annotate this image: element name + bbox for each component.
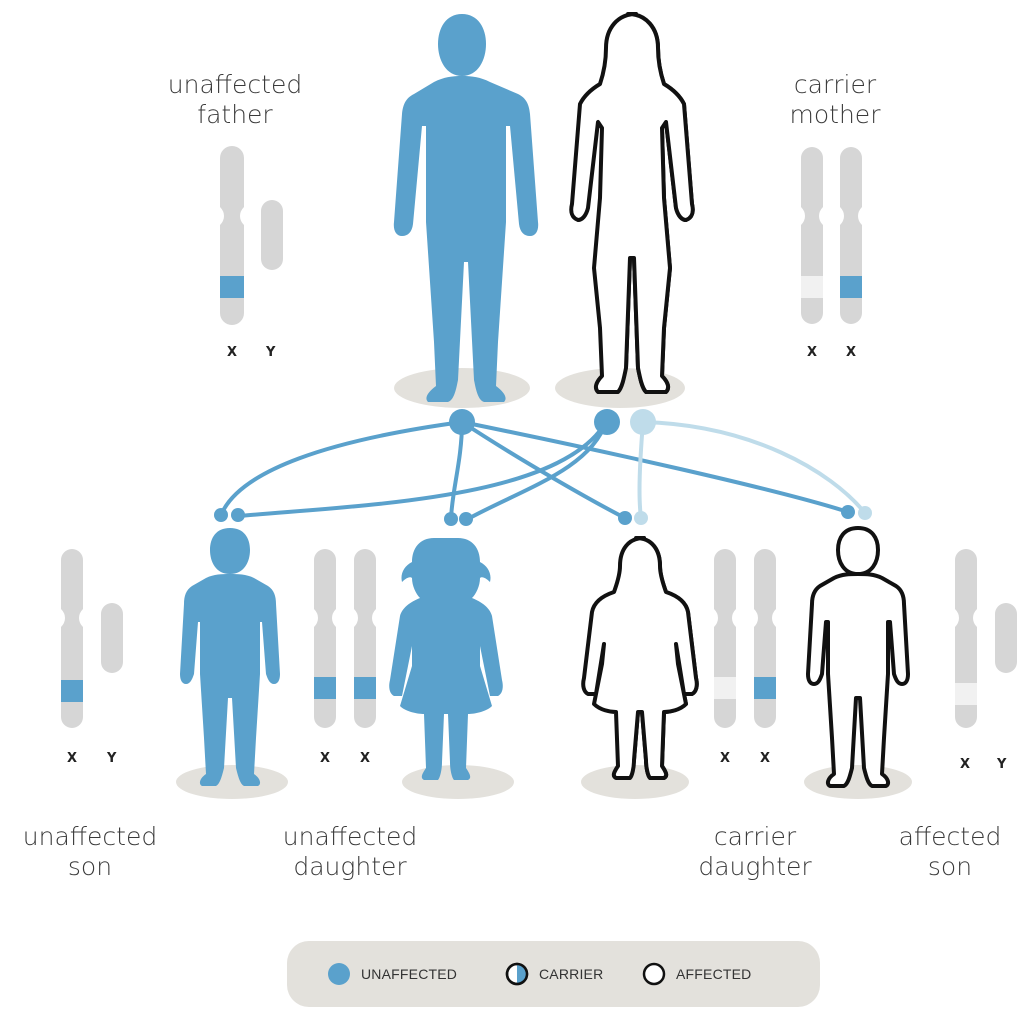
daughter2-x1-band bbox=[714, 677, 736, 699]
legend-affected-label: AFFECTED bbox=[676, 966, 752, 982]
legend-carrier-label: CARRIER bbox=[539, 966, 603, 982]
father-figure bbox=[394, 14, 538, 402]
mother-label-line1: carrier bbox=[760, 70, 910, 100]
daughter1-label: unaffected daughter bbox=[270, 822, 430, 882]
mother-to-son1-line bbox=[239, 422, 606, 516]
son1-chrom2-label: Y bbox=[107, 751, 116, 766]
mother-figure bbox=[571, 14, 693, 392]
father-label-line2: father bbox=[160, 100, 310, 130]
daughter2-label-line2: daughter bbox=[675, 852, 835, 882]
daughter2-chromosomes bbox=[714, 549, 776, 728]
daughter2-x1-chromosome bbox=[714, 549, 736, 728]
daughter1-label-line2: daughter bbox=[270, 852, 430, 882]
mother-label: carrier mother bbox=[760, 70, 910, 130]
mother-x1-band bbox=[801, 276, 823, 298]
daughter2-figure bbox=[583, 538, 697, 778]
son2-node-a bbox=[841, 505, 855, 519]
daughter2-chrom2-label: X bbox=[760, 751, 770, 766]
legend-unaffected: UNAFFECTED bbox=[327, 962, 457, 986]
daughter1-label-line1: unaffected bbox=[270, 822, 430, 852]
son2-y-chromosome bbox=[995, 603, 1017, 673]
mother-chrom2-label: X bbox=[846, 345, 856, 360]
father-chrom1-label: X bbox=[227, 345, 237, 360]
daughter2-label-line1: carrier bbox=[675, 822, 835, 852]
son1-shadow bbox=[176, 765, 288, 799]
father-x-chromosome bbox=[220, 146, 244, 325]
son1-label-line1: unaffected bbox=[10, 822, 170, 852]
legend-unaffected-label: UNAFFECTED bbox=[361, 966, 457, 982]
son2-figure bbox=[808, 528, 908, 786]
affected-swatch-icon bbox=[642, 962, 666, 986]
daughter2-chrom1-label: X bbox=[720, 751, 730, 766]
son1-x-band bbox=[61, 680, 83, 702]
son2-label: affected son bbox=[880, 822, 1020, 882]
daughter1-x2-chromosome bbox=[354, 549, 376, 728]
son1-label: unaffected son bbox=[10, 822, 170, 882]
daughter2-label: carrier daughter bbox=[675, 822, 835, 882]
son2-node-b bbox=[858, 506, 872, 520]
legend-carrier: CARRIER bbox=[505, 962, 603, 986]
legend: UNAFFECTED CARRIER AFFECTED bbox=[287, 941, 820, 1007]
daughter1-chrom2-label: X bbox=[360, 751, 370, 766]
mother-label-line2: mother bbox=[760, 100, 910, 130]
son2-chromosomes bbox=[955, 549, 1017, 728]
son1-node-a bbox=[214, 508, 228, 522]
legend-affected: AFFECTED bbox=[642, 962, 752, 986]
daughter1-chrom1-label: X bbox=[320, 751, 330, 766]
daughter1-x1-chromosome bbox=[314, 549, 336, 728]
daughter1-x1-band bbox=[314, 677, 336, 699]
father-y-chromosome bbox=[261, 200, 283, 270]
daughter2-node-b bbox=[634, 511, 648, 525]
son2-x-band bbox=[955, 683, 977, 705]
father-chromosomes bbox=[220, 146, 283, 325]
father-to-son2-line bbox=[462, 422, 848, 512]
daughter2-node-a bbox=[618, 511, 632, 525]
father-label-line1: unaffected bbox=[160, 70, 310, 100]
father-to-daughter1-line bbox=[451, 422, 462, 519]
father-label: unaffected father bbox=[160, 70, 310, 130]
mother-to-daughter2-line bbox=[640, 422, 643, 518]
mother-chromosomes bbox=[801, 147, 862, 324]
father-x-band bbox=[220, 276, 244, 298]
mother-x2-band bbox=[840, 276, 862, 298]
son1-y-chromosome bbox=[101, 603, 123, 673]
daughter1-chromosomes bbox=[314, 549, 376, 728]
daughter1-x2-band bbox=[354, 677, 376, 699]
father-node bbox=[449, 409, 475, 435]
mother-node-dominant bbox=[594, 409, 620, 435]
daughter2-x2-band bbox=[754, 677, 776, 699]
son1-chrom1-label: X bbox=[67, 751, 77, 766]
son1-figure bbox=[180, 528, 280, 786]
inheritance-lines bbox=[221, 422, 865, 520]
son2-chrom2-label: Y bbox=[997, 757, 1006, 772]
father-chrom2-label: Y bbox=[266, 345, 275, 360]
son2-label-line1: affected bbox=[880, 822, 1020, 852]
father-to-son1-line bbox=[221, 422, 462, 515]
son2-chrom1-label: X bbox=[960, 757, 970, 772]
mother-chrom1-label: X bbox=[807, 345, 817, 360]
daughter2-x2-chromosome bbox=[754, 549, 776, 728]
son2-shadow bbox=[804, 765, 912, 799]
carrier-swatch-icon bbox=[505, 962, 529, 986]
daughter1-figure bbox=[389, 538, 503, 780]
father-shadow bbox=[394, 368, 530, 408]
son1-node-b bbox=[231, 508, 245, 522]
mother-node-recessive bbox=[630, 409, 656, 435]
son1-label-line2: son bbox=[10, 852, 170, 882]
unaffected-swatch-icon bbox=[327, 962, 351, 986]
daughter1-node-b bbox=[459, 512, 473, 526]
son1-chromosomes bbox=[61, 549, 123, 728]
daughter1-node-a bbox=[444, 512, 458, 526]
son2-label-line2: son bbox=[880, 852, 1020, 882]
